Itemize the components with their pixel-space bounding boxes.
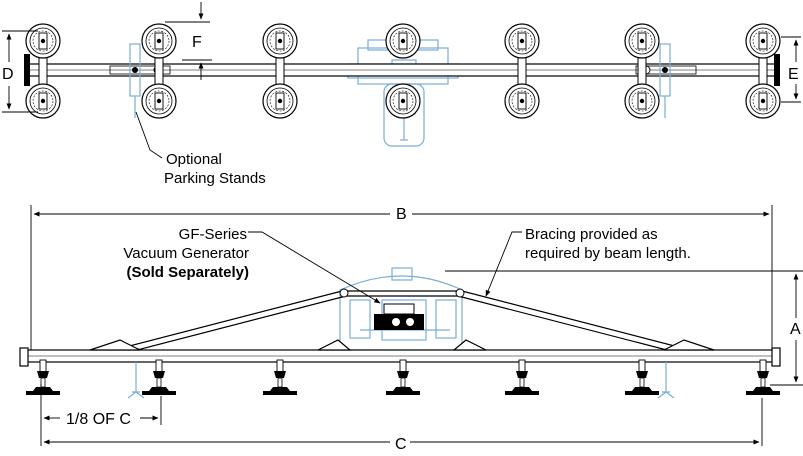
- top-view-parking-stands: [129, 43, 671, 118]
- dim-a: [445, 270, 803, 386]
- generator-leader: [248, 231, 381, 304]
- pad-top-9: [504, 23, 540, 59]
- dim-f-label: F: [192, 34, 202, 51]
- side-view-parking-stands: [127, 362, 675, 399]
- dim-a-label: A: [790, 321, 801, 338]
- bracing: [113, 290, 691, 356]
- parking-stands-leader: [135, 111, 163, 159]
- generator-label-1: GF-Series: [179, 226, 247, 243]
- pad-side-4: [385, 359, 421, 396]
- generator-label-2: Vacuum Generator: [123, 245, 249, 262]
- pad-side-3: [262, 359, 298, 396]
- dim-b-label: B: [396, 206, 407, 223]
- pad-side-1: [25, 359, 61, 396]
- side-view-pads: [25, 359, 781, 396]
- pad-top-7: [385, 23, 421, 59]
- dim-d: [2, 30, 38, 113]
- dim-f: [165, 2, 212, 80]
- dim-eighth-c-label: 1/8 OF C: [66, 411, 131, 428]
- dim-e: [781, 36, 801, 103]
- dim-d-label: D: [2, 66, 14, 83]
- side-view-generator: [339, 267, 463, 351]
- bracing-leader: [485, 231, 522, 297]
- dim-c-label: C: [395, 436, 407, 453]
- dim-eighth-c: [40, 384, 162, 446]
- pad-top-11: [624, 23, 660, 59]
- pad-top-2: [25, 83, 61, 119]
- generator-label-3: (Sold Separately): [126, 264, 249, 281]
- pad-top-10: [504, 83, 540, 119]
- bracing-label-2: required by beam length.: [525, 245, 691, 262]
- top-view: D E F Optional Parking Stands: [2, 2, 801, 187]
- pad-top-6: [262, 83, 298, 119]
- pad-top-5: [262, 23, 298, 59]
- side-view-beam: [19, 339, 781, 367]
- parking-stands-label-1: Optional: [166, 151, 222, 168]
- pad-top-14: [745, 83, 781, 119]
- pad-top-12: [624, 83, 660, 119]
- dim-e-label: E: [788, 66, 799, 83]
- pad-side-6: [624, 359, 660, 396]
- pad-side-5: [504, 359, 540, 396]
- pad-top-8: [385, 83, 421, 119]
- side-view-generator-core: [374, 303, 424, 330]
- pad-top-3: [141, 23, 177, 59]
- pad-top-4: [141, 83, 177, 119]
- pad-top-1: [25, 23, 61, 59]
- pad-top-13: [745, 23, 781, 59]
- pad-side-2: [141, 359, 177, 396]
- dim-b: [30, 205, 773, 350]
- side-view: B: [19, 205, 803, 453]
- dim-c: [43, 398, 763, 446]
- parking-stands-label-2: Parking Stands: [164, 170, 266, 187]
- bracing-label-1: Bracing provided as: [525, 226, 658, 243]
